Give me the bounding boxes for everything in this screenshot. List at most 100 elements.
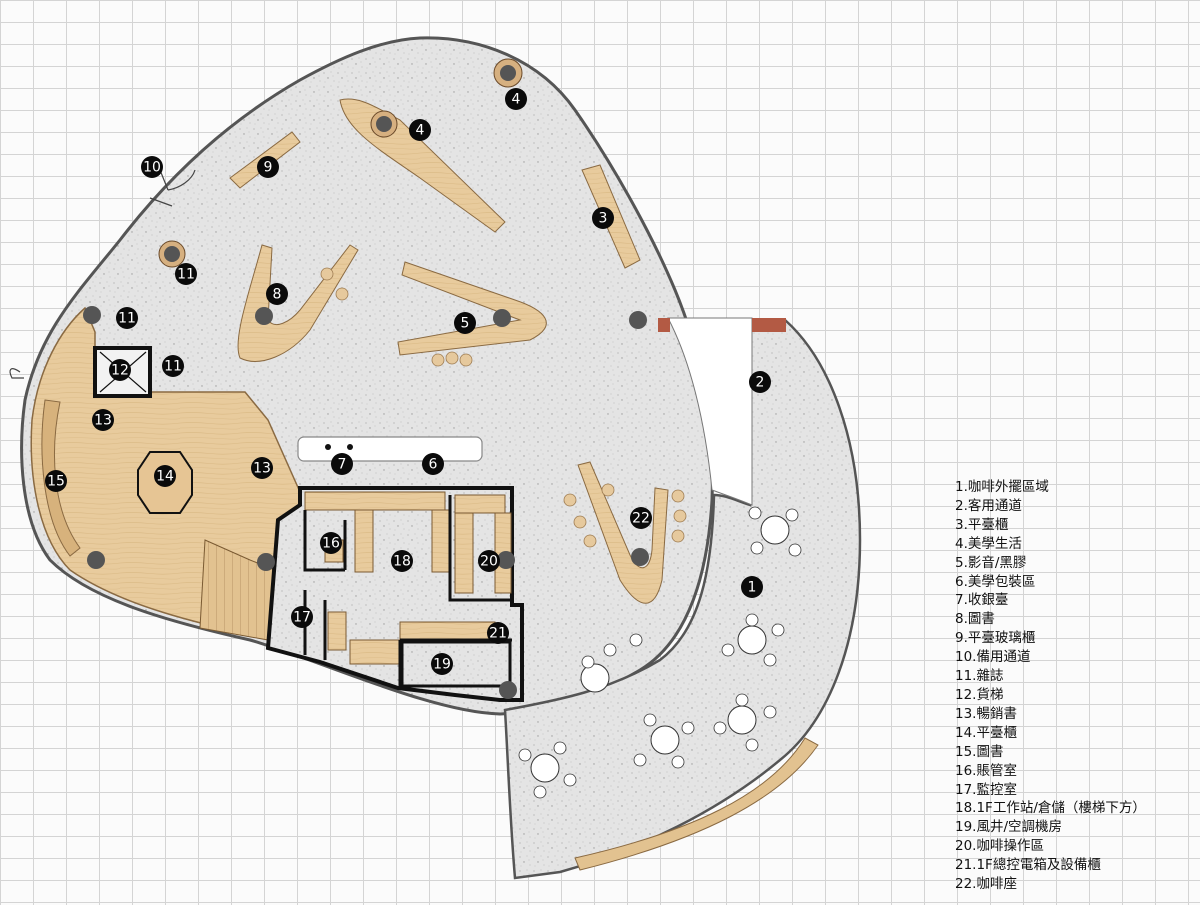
- column: [87, 551, 105, 569]
- legend-item: 8.圖書: [955, 611, 995, 628]
- marker-number: 18: [393, 554, 411, 570]
- marker-number: 11: [118, 311, 136, 327]
- marker-dot: [391, 550, 413, 572]
- chair: [748, 506, 762, 520]
- column: [629, 311, 647, 329]
- room-marker: 1: [741, 576, 763, 598]
- chair: [633, 753, 647, 767]
- legend-item: 21.1F總控電箱及設備櫃: [955, 857, 1101, 874]
- marker-dot: [592, 207, 614, 229]
- register-dot: [325, 444, 331, 450]
- chair: [629, 633, 643, 647]
- legend-item: 13.暢銷書: [955, 705, 1017, 722]
- legend-item: 15.圖書: [955, 743, 1004, 760]
- marker-dot: [257, 156, 279, 178]
- marker-dot: [741, 576, 763, 598]
- legend-item: 14.平臺櫃: [955, 724, 1017, 741]
- room-marker: 21: [487, 622, 509, 644]
- stool: [671, 489, 685, 503]
- stool: [673, 509, 687, 523]
- cabinet: [349, 639, 401, 665]
- table: [727, 705, 757, 735]
- marker-dot: [116, 307, 138, 329]
- legend-item: 2.客用通道: [955, 497, 1022, 514]
- table: [530, 753, 560, 783]
- marker-dot: [45, 470, 67, 492]
- marker-number: 11: [164, 359, 182, 375]
- column: [493, 309, 511, 327]
- marker-number: 2: [756, 375, 765, 391]
- terrace-chairs: [518, 506, 802, 799]
- marker-number: 13: [94, 413, 112, 429]
- chair: [518, 748, 532, 762]
- room-markers: 1234456789101111111213131415161718192021…: [45, 88, 771, 675]
- marker-dot: [154, 465, 176, 487]
- marker-number: 4: [416, 123, 425, 139]
- column: [257, 553, 275, 571]
- marker-number: 19: [433, 657, 451, 673]
- room-marker: 22: [630, 507, 652, 529]
- chair: [745, 613, 759, 627]
- legend-item: 22.咖啡座: [955, 876, 1017, 893]
- bench-15: [41, 399, 81, 557]
- cabinet: [304, 491, 446, 511]
- marker-number: 9: [264, 160, 273, 176]
- chair: [581, 655, 595, 669]
- chair: [533, 785, 547, 799]
- legend-item: 10.備用通道: [955, 649, 1031, 666]
- marker-number: 10: [143, 160, 161, 176]
- legend-item: 19.風井/空調機房: [955, 819, 1063, 836]
- chair: [671, 755, 685, 769]
- legend-item: 4.美學生活: [955, 535, 1022, 552]
- chair: [603, 643, 617, 657]
- marker-dot: [141, 156, 163, 178]
- terrace-bench: [574, 737, 819, 871]
- chair: [563, 773, 577, 787]
- room-marker: 9: [257, 156, 279, 178]
- marker-number: 12: [111, 363, 129, 379]
- chair: [735, 693, 749, 707]
- marker-dot: [431, 653, 453, 675]
- marker-number: 8: [273, 287, 282, 303]
- stool: [459, 353, 473, 367]
- table: [580, 663, 610, 693]
- stool: [583, 534, 597, 548]
- marker-dot: [109, 359, 131, 381]
- chair: [681, 721, 695, 735]
- room-marker: 11: [162, 355, 184, 377]
- room-marker: 3: [592, 207, 614, 229]
- chair: [771, 623, 785, 637]
- brick-left: [658, 318, 670, 332]
- marker-number: 6: [429, 457, 438, 473]
- column: [499, 681, 517, 699]
- marker-number: 11: [177, 267, 195, 283]
- room-marker: 13: [251, 457, 273, 479]
- terrace-floor: [503, 318, 862, 880]
- table: [650, 725, 680, 755]
- room-marker: 11: [175, 263, 197, 285]
- marker-number: 1: [748, 580, 757, 596]
- chair: [553, 741, 567, 755]
- chair: [785, 508, 799, 522]
- legend-item: 12.貨梯: [955, 686, 1004, 703]
- marker-number: 7: [338, 457, 347, 473]
- marker-dot: [331, 453, 353, 475]
- marker-number: 16: [322, 536, 340, 552]
- room-marker: 15: [45, 470, 67, 492]
- cabinet: [431, 509, 451, 573]
- chair: [763, 653, 777, 667]
- cabinet: [354, 509, 374, 573]
- room-marker: 5: [454, 312, 476, 334]
- room-marker: 18: [391, 550, 413, 572]
- customer-passage: [667, 317, 753, 506]
- marker-number: 15: [47, 474, 65, 490]
- legend-item: 3.平臺櫃: [955, 516, 1009, 533]
- room-marker: 8: [266, 283, 288, 305]
- room-marker: 17: [291, 606, 313, 628]
- room-marker: 13: [92, 409, 114, 431]
- stool: [320, 267, 334, 281]
- marker-number: 20: [480, 554, 498, 570]
- marker-dot: [409, 119, 431, 141]
- chair: [763, 705, 777, 719]
- marker-number: 13: [253, 461, 271, 477]
